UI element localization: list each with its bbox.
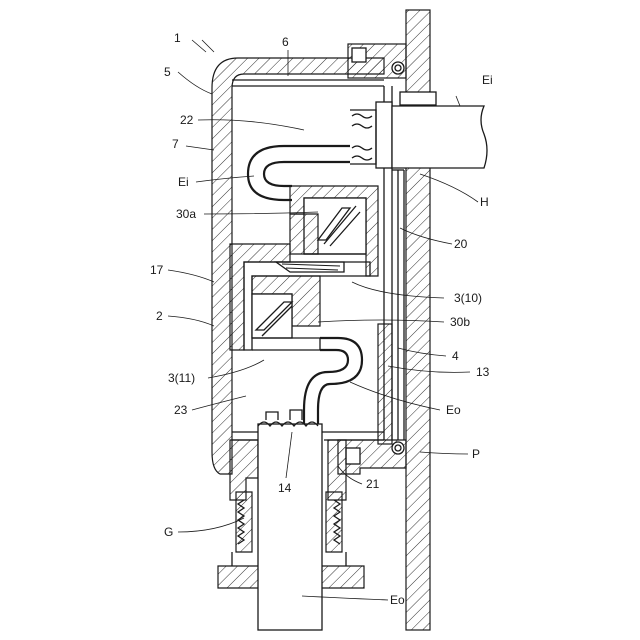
label-14: 14 [278,481,292,495]
label-4: 4 [452,349,459,363]
label-30b: 30b [450,315,470,329]
label-eo-bottom: Eo [390,593,405,607]
label-7: 7 [172,137,179,151]
label-1: 1 [174,31,181,45]
label-20: 20 [454,237,468,251]
terminal-30b [230,244,320,350]
label-6: 6 [282,35,289,49]
label-2: 2 [156,309,163,323]
label-23: 23 [174,403,188,417]
label-13: 13 [476,365,490,379]
label-5: 5 [164,65,171,79]
label-3-11: 3(11) [168,371,195,385]
label-h: H [480,195,489,209]
label-3-10: 3(10) [454,291,482,305]
lower-conductor [304,338,362,424]
label-30a: 30a [176,207,196,221]
label-ei-left: Ei [178,175,189,189]
label-17: 17 [150,263,164,277]
label-p: P [472,447,480,461]
top-flange [348,44,406,78]
label-22: 22 [180,113,194,127]
label-g: G [164,525,173,539]
label-eo-mid: Eo [446,403,461,417]
input-cable [350,102,487,168]
label-ei-right: Ei [482,73,493,87]
label-21: 21 [366,477,380,491]
